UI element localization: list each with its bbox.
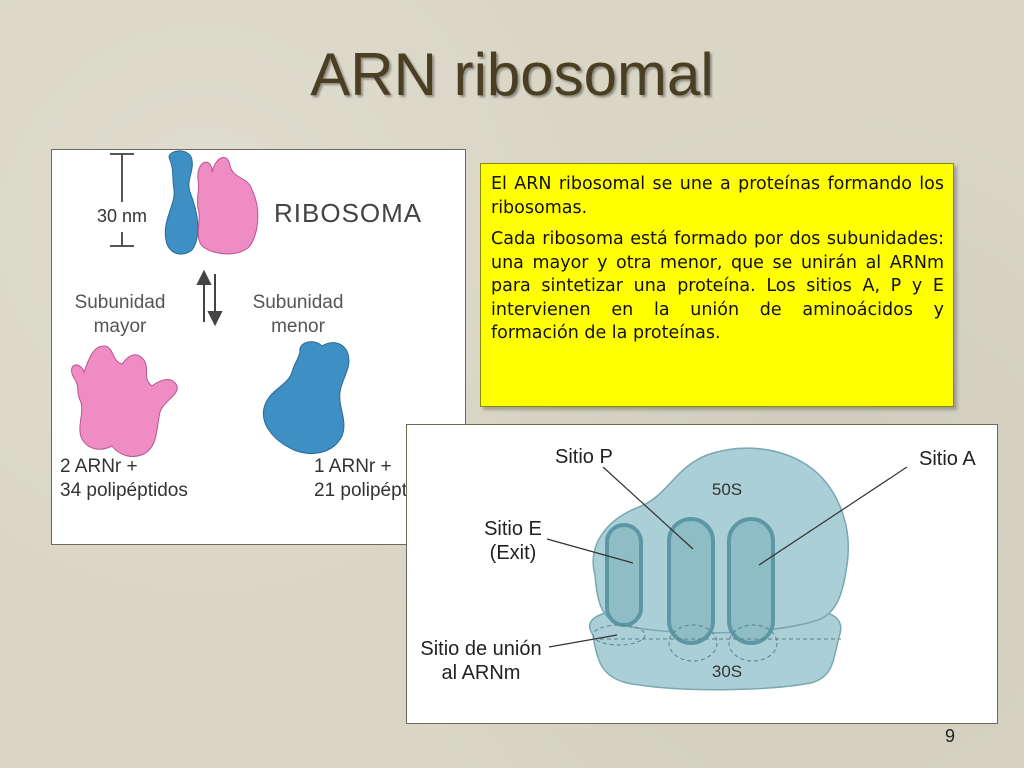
minor-composition-line1: 1 ARNr + xyxy=(314,456,392,477)
ribosome-major-part xyxy=(196,157,259,255)
description-paragraph-1: El ARN ribosomal se une a proteínas form… xyxy=(491,174,944,218)
minor-subunit-label: Subunidad xyxy=(253,292,344,313)
major-subunit-shape xyxy=(71,345,178,457)
minor-subunit-label-2: menor xyxy=(271,316,326,337)
scale-bar xyxy=(110,153,134,247)
large-subunit-label: 50S xyxy=(712,480,742,499)
major-composition-line1: 2 ARNr + xyxy=(60,456,138,477)
slide-title: ARN ribosomal xyxy=(310,41,714,108)
description-paragraph-2: Cada ribosoma está formado por dos subun… xyxy=(491,229,944,343)
site-e-label: Sitio E xyxy=(484,518,542,540)
mrna-ellipse-left xyxy=(592,624,646,646)
site-p-label: Sitio P xyxy=(555,446,613,468)
site-slots xyxy=(605,517,775,645)
description-box: El ARN ribosomal se une a proteínas form… xyxy=(480,163,954,407)
a-site-slot xyxy=(727,517,775,645)
ribosome-minor-part xyxy=(164,150,199,255)
mrna-site-label-2: al ARNm xyxy=(442,662,521,684)
ribosome-subunits-diagram: 30 nm RIBOSOMA Subunidad mayor Subunidad… xyxy=(51,149,466,545)
mrna-ellipse-right xyxy=(728,624,778,662)
minor-subunit-shape xyxy=(262,341,350,454)
mrna-site-label: Sitio de unión xyxy=(420,638,541,660)
major-subunit-label: Subunidad xyxy=(75,292,166,313)
ribosome-label: RIBOSOMA xyxy=(274,198,422,228)
page-number: 9 xyxy=(945,726,956,746)
full-ribosome xyxy=(164,150,259,255)
major-composition-line2: 34 polipéptidos xyxy=(60,480,188,501)
ribosome-sites-diagram: Sitio P Sitio A Sitio E (Exit) Sitio de … xyxy=(406,424,998,724)
site-e-exit-label: (Exit) xyxy=(490,542,537,564)
e-site-slot xyxy=(605,523,643,627)
major-subunit-label-2: mayor xyxy=(94,316,147,337)
small-subunit-label: 30S xyxy=(712,662,742,681)
large-subunit-50s xyxy=(592,447,849,634)
scale-label: 30 nm xyxy=(97,206,147,226)
mrna-ellipse-mid xyxy=(668,624,718,662)
site-a-label: Sitio A xyxy=(919,448,976,470)
dissociation-arrows xyxy=(196,269,223,327)
leader-lines xyxy=(546,466,908,648)
p-site-slot xyxy=(667,517,715,645)
